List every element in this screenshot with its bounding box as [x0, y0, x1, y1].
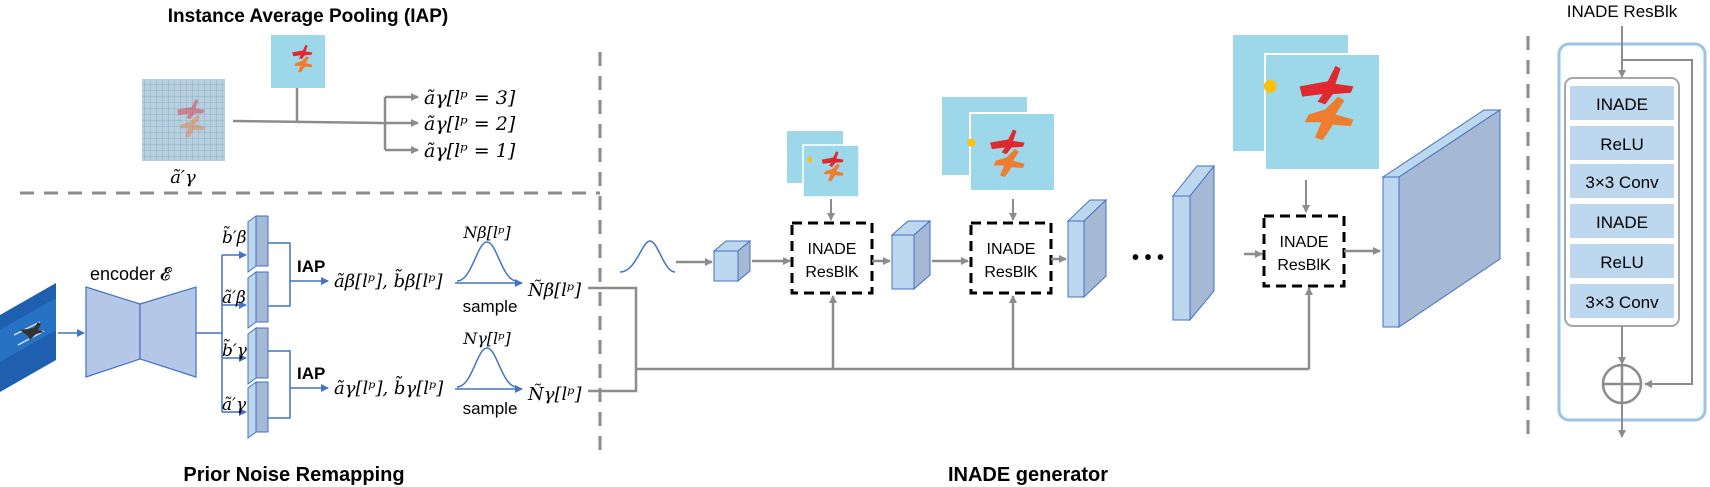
resblk2-line1: INADE	[987, 241, 1036, 258]
svg-text:INADE: INADE	[1596, 95, 1648, 114]
input-noise-curve	[619, 240, 676, 273]
inade-resblk-3[interactable]: INADE ResBlK	[1262, 214, 1346, 288]
gen-block-4	[1171, 164, 1216, 322]
gamma-noise-label: Ñγ[lᵖ]	[527, 382, 582, 405]
sum-icon	[1601, 363, 1643, 405]
resblk1-line2: ResBlK	[805, 264, 859, 281]
gamma-dist-label: Nγ[lᵖ]	[462, 329, 511, 348]
svg-text:ReLU: ReLU	[1600, 253, 1643, 272]
resblk2-line2: ResBlK	[984, 264, 1038, 281]
iap-input-label: ã′γ	[170, 167, 196, 188]
iap-output-3: ãγ[lᵖ = 3]	[424, 87, 516, 109]
beta-dist-label: Nβ[lᵖ]	[462, 223, 511, 242]
generator-ellipsis: • • •	[1132, 247, 1164, 269]
resblk-layer-4: INADE	[1570, 204, 1674, 238]
feature-map-a-gamma	[247, 381, 269, 439]
resblk-layer-2: ReLU	[1570, 126, 1674, 160]
gamma-sample-label: sample	[463, 399, 518, 418]
mask-pair-1	[787, 131, 860, 198]
noise-route-gamma	[588, 369, 638, 393]
resblk3-line1: INADE	[1280, 234, 1329, 251]
iap-output-2: ãγ[lᵖ = 2]	[424, 113, 516, 135]
gamma-merge-bracket	[268, 350, 291, 419]
noise-route-beta	[588, 286, 638, 369]
mask-pair-2	[942, 97, 1056, 192]
encoder-block	[85, 286, 197, 378]
iap-main-line	[232, 119, 386, 125]
svg-text:3×3 Conv: 3×3 Conv	[1585, 293, 1659, 312]
resblk3-line2: ResBlK	[1277, 257, 1331, 274]
resblk1-line1: INADE	[808, 241, 857, 258]
svg-text:3×3 Conv: 3×3 Conv	[1585, 173, 1659, 192]
feature-label-b-beta: b̃′β	[222, 226, 247, 248]
gen-block-2	[890, 219, 932, 291]
beta-stats: ãβ[lᵖ], b̃β[lᵖ]	[334, 269, 443, 292]
gen-output-block	[1381, 109, 1502, 328]
iap-output-1: ãγ[lᵖ = 1]	[424, 140, 516, 162]
resblk-layer-3: 3×3 Conv	[1570, 164, 1674, 198]
gamma-iap-label: IAP	[297, 364, 325, 383]
generator-title: INADE generator	[948, 464, 1108, 486]
feature-map-b-gamma	[247, 327, 269, 385]
beta-gaussian	[456, 241, 518, 282]
resblk-title: INADE ResBlk	[1567, 2, 1678, 21]
mask-pair-3	[1233, 35, 1381, 171]
svg-text:ReLU: ReLU	[1600, 135, 1643, 154]
iap-title: Instance Average Pooling (IAP)	[168, 6, 448, 27]
instance-mask-small	[271, 35, 325, 88]
feature-label-a-beta: ã′β	[222, 288, 246, 308]
feature-map-a-beta	[247, 271, 269, 329]
gen-block-1	[712, 239, 752, 283]
feature-label-a-gamma: ã′γ	[222, 395, 247, 415]
beta-sample-label: sample	[463, 297, 518, 316]
resblk-outer-frame	[1557, 42, 1707, 422]
resblk-layer-1: INADE	[1570, 86, 1674, 120]
resblk-layer-6: 3×3 Conv	[1570, 284, 1674, 318]
beta-merge-bracket	[268, 242, 291, 307]
noisy-feature-map	[142, 79, 225, 161]
inade-resblk-2[interactable]: INADE ResBlK	[969, 221, 1053, 295]
gen-block-3	[1066, 198, 1108, 299]
prior-title: Prior Noise Remapping	[183, 464, 404, 486]
gamma-stats: ãγ[lᵖ], b̃γ[lᵖ]	[334, 376, 444, 399]
input-photo	[0, 283, 56, 392]
beta-noise-label: Ñβ[lᵖ]	[527, 278, 582, 301]
resblk-skip-connection	[1622, 59, 1693, 388]
feature-label-b-gamma: b̃′γ	[222, 339, 248, 361]
inade-resblk-1[interactable]: INADE ResBlK	[790, 221, 874, 295]
svg-text:INADE: INADE	[1596, 213, 1648, 232]
gamma-gaussian	[456, 347, 518, 388]
feature-map-b-beta	[247, 215, 269, 273]
resblk-layer-5: ReLU	[1570, 244, 1674, 278]
encoder-label: encoder 𝓔	[90, 264, 172, 284]
beta-iap-label: IAP	[297, 257, 325, 276]
